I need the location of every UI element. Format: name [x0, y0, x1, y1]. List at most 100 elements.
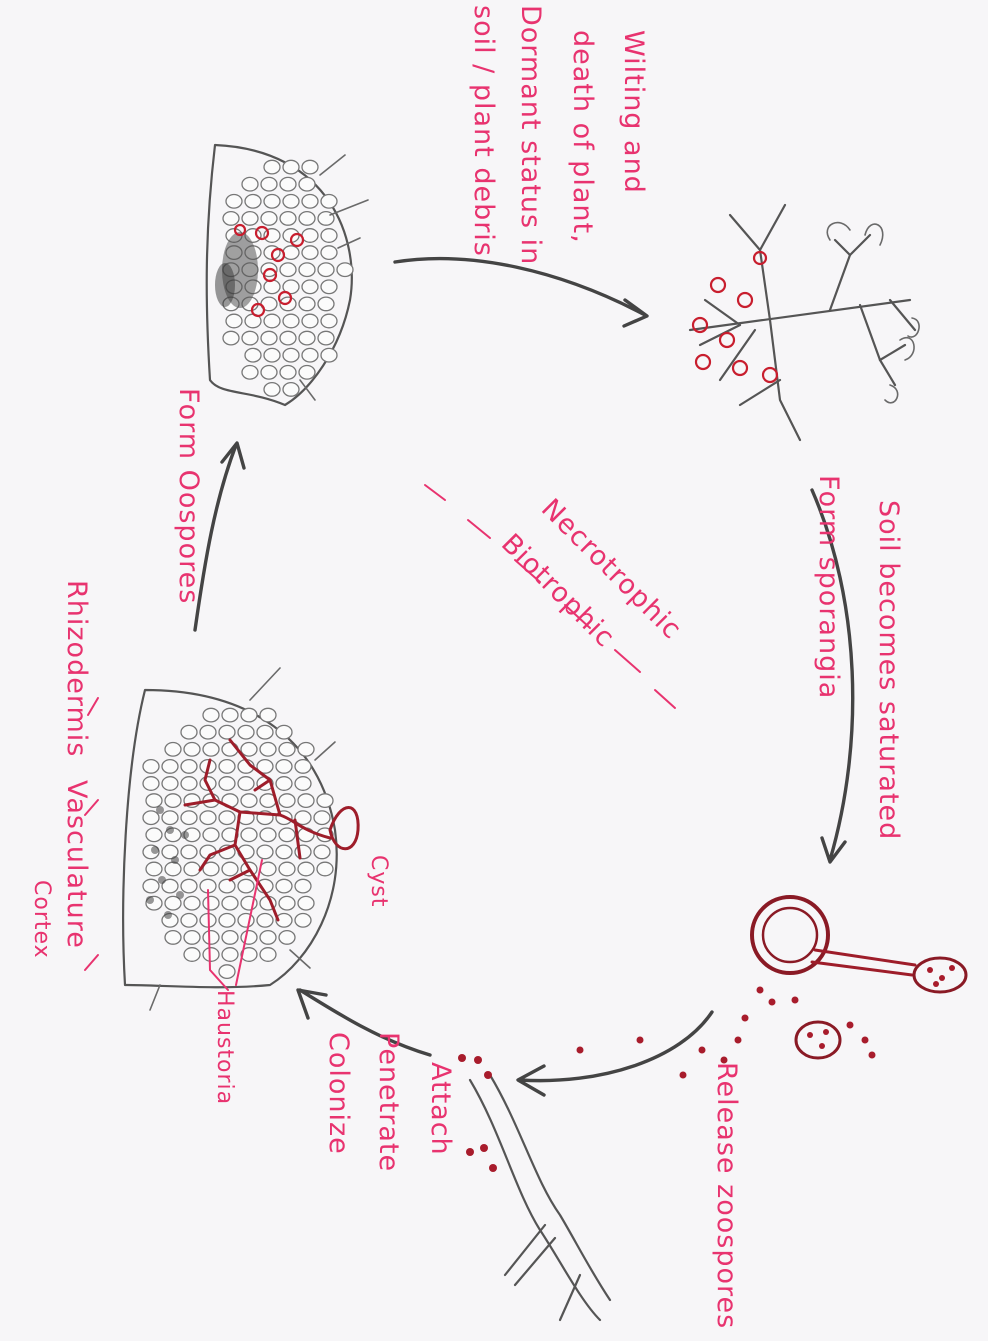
- svg-text:Wilting and: Wilting and: [618, 30, 649, 194]
- plant-cell: [261, 212, 277, 226]
- arrow-attach-to-colonized-root: [300, 990, 430, 1055]
- plant-cell: [298, 862, 314, 876]
- plant-cell: [238, 725, 254, 739]
- plant-cell: [280, 177, 296, 191]
- label-attach: Attach: [425, 1062, 456, 1156]
- plant-cell: [260, 931, 276, 945]
- plant-cell: [257, 845, 273, 859]
- sporangiophore: [690, 205, 919, 440]
- plant-cell: [165, 862, 181, 876]
- plant-cell: [283, 348, 299, 362]
- label-release-zoospores: Release zoospores: [711, 1062, 742, 1329]
- plant-cell: [219, 879, 235, 893]
- plant-cell: [181, 879, 197, 893]
- plant-cell: [143, 879, 159, 893]
- plant-cell: [321, 280, 337, 294]
- plant-cell: [203, 708, 219, 722]
- plant-cell: [283, 383, 299, 397]
- plant-cell: [162, 811, 178, 825]
- plant-cell: [162, 760, 178, 774]
- plant-cell: [257, 725, 273, 739]
- plant-cell: [280, 366, 296, 380]
- plant-cell: [280, 212, 296, 226]
- arrow-dormant-to-sporangia-head: [624, 300, 647, 326]
- plant-cell: [302, 280, 318, 294]
- plant-cell: [279, 896, 295, 910]
- label-penetrate: Penetrate: [373, 1032, 404, 1172]
- plant-cell: [203, 931, 219, 945]
- plant-cell: [219, 914, 235, 928]
- plant-cell: [222, 862, 238, 876]
- plant-cell: [219, 965, 235, 979]
- plant-cell: [146, 794, 162, 808]
- plant-cell: [223, 212, 239, 226]
- plant-cell: [317, 862, 333, 876]
- plant-cell: [283, 195, 299, 209]
- plant-cell: [245, 348, 261, 362]
- plant-cell: [241, 931, 257, 945]
- dormant-root-cross-section: [207, 145, 368, 405]
- plant-cell: [318, 263, 334, 277]
- plant-cell: [299, 212, 315, 226]
- plant-cell: [184, 948, 200, 962]
- plant-cell: [222, 931, 238, 945]
- plant-cell: [181, 777, 197, 791]
- label-wilting: Wilting and: [618, 30, 649, 194]
- plant-cell: [276, 725, 292, 739]
- plant-cell: [181, 760, 197, 774]
- label-soil-debris: soil / plant debris: [468, 5, 499, 257]
- plant-cell: [276, 879, 292, 893]
- plant-cell: [298, 794, 314, 808]
- plant-cell: [295, 879, 311, 893]
- plant-cell: [302, 195, 318, 209]
- plant-cell: [226, 314, 242, 328]
- plant-cell: [238, 777, 254, 791]
- zoospore-release: [577, 897, 967, 1079]
- plant-cell: [260, 828, 276, 842]
- plant-cell: [295, 777, 311, 791]
- plant-cell: [219, 725, 235, 739]
- plant-cell: [184, 896, 200, 910]
- plant-cell: [318, 331, 334, 345]
- label-soil-saturated: Soil becomes saturated: [873, 500, 904, 840]
- plant-cell: [299, 297, 315, 311]
- plant-cell: [260, 708, 276, 722]
- plant-cell: [238, 879, 254, 893]
- plant-cell: [143, 760, 159, 774]
- plant-cell: [283, 160, 299, 174]
- plant-cell: [146, 828, 162, 842]
- plant-cell: [264, 280, 280, 294]
- plant-cell: [181, 914, 197, 928]
- plant-cell: [260, 948, 276, 962]
- label-haustoria: Haustoria: [212, 990, 237, 1105]
- plant-cell: [181, 811, 197, 825]
- plant-cell: [318, 297, 334, 311]
- plant-cell: [241, 794, 257, 808]
- label-wilting-line2: death of plant,: [567, 30, 598, 244]
- plant-cell: [298, 896, 314, 910]
- plant-cell: [242, 331, 258, 345]
- plant-cell: [143, 811, 159, 825]
- plant-cell: [299, 366, 315, 380]
- label-vasculature: Vasculature: [61, 780, 92, 949]
- text-labels: Wilting and death of plant, Dormant stat…: [29, 5, 904, 1329]
- plant-cell: [302, 160, 318, 174]
- plant-cell: [317, 794, 333, 808]
- plant-cell: [257, 914, 273, 928]
- plant-cell: [283, 246, 299, 260]
- plant-cell: [203, 743, 219, 757]
- label-rhizodermis: Rhizodermis: [61, 580, 92, 757]
- plant-cell: [299, 331, 315, 345]
- plant-cell: [302, 314, 318, 328]
- plant-cell: [321, 348, 337, 362]
- plant-cell: [276, 777, 292, 791]
- plant-cell: [181, 725, 197, 739]
- plant-cell: [321, 195, 337, 209]
- plant-cell: [184, 862, 200, 876]
- plant-cell: [261, 366, 277, 380]
- sporangia: [693, 252, 777, 382]
- plant-cell: [337, 263, 353, 277]
- plant-cell: [181, 845, 197, 859]
- plant-cell: [184, 931, 200, 945]
- plant-cell: [226, 195, 242, 209]
